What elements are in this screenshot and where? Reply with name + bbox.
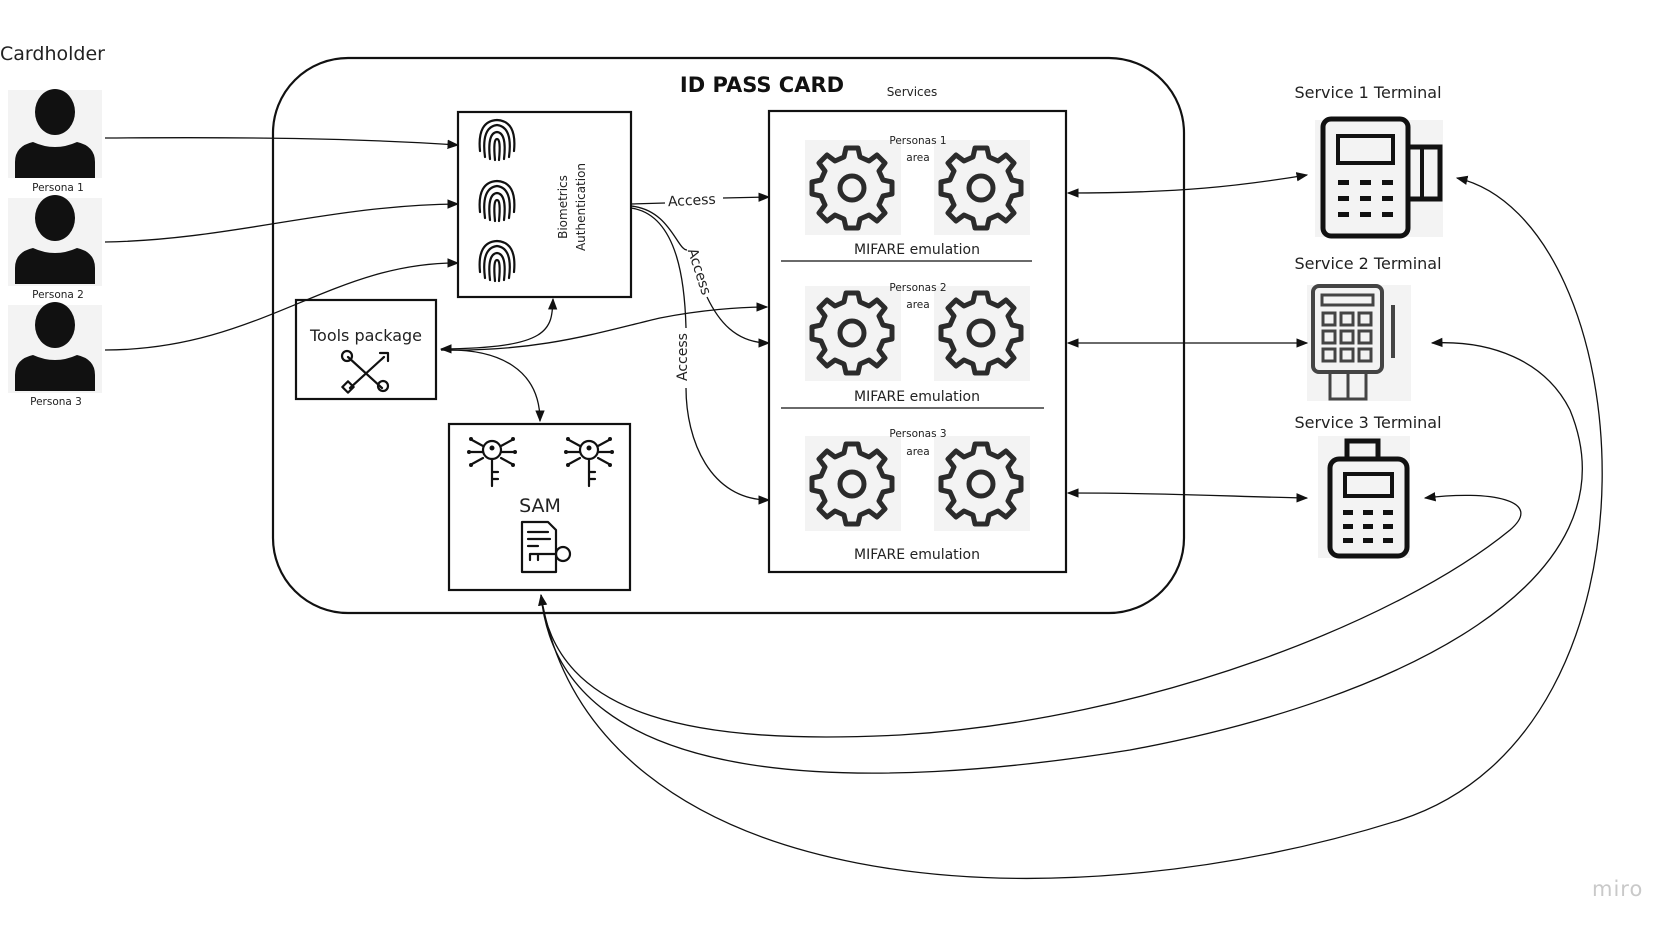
persona-2-icon bbox=[8, 195, 102, 286]
sam-terminal-3-connector bbox=[540, 492, 1522, 738]
gear-icon-bg bbox=[934, 140, 1030, 235]
access-connector bbox=[722, 192, 771, 202]
miro-watermark: miro bbox=[1592, 877, 1643, 901]
access-label-2: Access bbox=[684, 246, 714, 297]
tools-services-connector bbox=[440, 302, 769, 351]
service-3-terminal-connector bbox=[1066, 488, 1309, 503]
gear-icon-bg bbox=[934, 436, 1030, 531]
access-connector bbox=[630, 205, 688, 251]
terminal-1-label: Service 1 Terminal bbox=[1294, 83, 1441, 102]
terminal-3-label: Service 3 Terminal bbox=[1294, 413, 1441, 432]
biometrics-label-line2: Authentication bbox=[574, 163, 588, 251]
access-label-3: Access bbox=[675, 333, 691, 381]
persona-2-connector bbox=[104, 199, 460, 243]
gear-icon-bg bbox=[934, 286, 1030, 381]
persona-1-label: Persona 1 bbox=[32, 182, 84, 194]
tools-package-label: Tools package bbox=[309, 326, 422, 345]
pos-terminal-2-icon bbox=[1307, 284, 1411, 401]
tools-package-box bbox=[294, 298, 438, 401]
sam-terminal-1-connector bbox=[538, 175, 1603, 879]
tools-biometrics-connector bbox=[439, 297, 558, 354]
tools-sam-connector bbox=[440, 349, 545, 423]
sam-label: SAM bbox=[519, 495, 561, 517]
card-title: ID PASS CARD bbox=[680, 73, 844, 97]
pos-terminal-3-icon bbox=[1318, 436, 1410, 559]
pos-terminal-1-icon bbox=[1315, 116, 1443, 239]
service-1-terminal-connector bbox=[1066, 172, 1309, 198]
area-3-subtitle: area bbox=[906, 446, 929, 458]
access-connector bbox=[630, 207, 687, 329]
cardholder-label: Cardholder bbox=[0, 43, 105, 65]
area-3-title: Personas 3 bbox=[889, 428, 946, 440]
persona-3-connector bbox=[104, 258, 460, 351]
persona-2-label: Persona 2 bbox=[32, 289, 84, 301]
area-2-emulation: MIFARE emulation bbox=[854, 389, 980, 405]
persona-1-icon bbox=[8, 89, 102, 178]
biometrics-label-line1: Biometrics bbox=[556, 175, 570, 239]
gear-icon-bg bbox=[805, 140, 901, 235]
gear-icon-bg bbox=[805, 436, 901, 531]
area-3-emulation: MIFARE emulation bbox=[854, 547, 980, 563]
persona-3-label: Persona 3 bbox=[30, 396, 82, 408]
access-label-1: Access bbox=[667, 192, 716, 210]
area-2-title: Personas 2 bbox=[889, 282, 946, 294]
area-1-title: Personas 1 bbox=[889, 135, 946, 147]
access-connector bbox=[706, 296, 771, 348]
persona-3-icon bbox=[8, 302, 102, 393]
area-2-subtitle: area bbox=[906, 299, 929, 311]
persona-1-connector bbox=[104, 137, 460, 149]
gear-icon-bg bbox=[805, 286, 901, 381]
tools-icon bbox=[340, 349, 390, 394]
area-1-subtitle: area bbox=[906, 152, 929, 164]
services-label: Services bbox=[887, 85, 938, 99]
access-connector bbox=[685, 387, 771, 505]
sam-terminal-2-connector bbox=[540, 337, 1583, 774]
access-connector bbox=[630, 202, 666, 205]
terminal-2-label: Service 2 Terminal bbox=[1294, 254, 1441, 273]
area-1-emulation: MIFARE emulation bbox=[854, 242, 980, 258]
